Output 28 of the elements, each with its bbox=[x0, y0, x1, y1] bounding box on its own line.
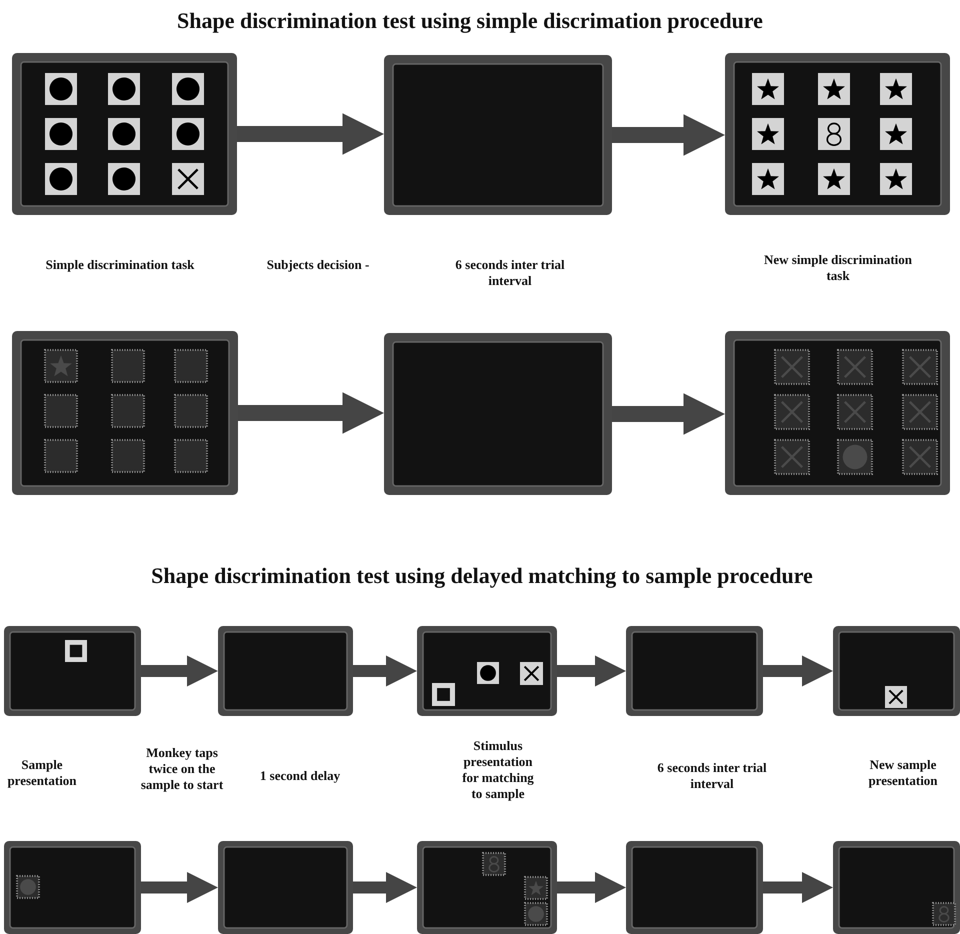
monitor-screen bbox=[12, 53, 237, 215]
caption-text: 6 seconds inter trial interval bbox=[454, 257, 566, 289]
caption-text: 1 second delay bbox=[258, 768, 342, 784]
caption-text: New simple discrimination task bbox=[762, 252, 914, 284]
monitor-screen bbox=[4, 626, 141, 716]
monitor-screen bbox=[833, 626, 960, 716]
monitor-screen bbox=[218, 841, 353, 934]
heading: Shape discrimination test using delayed matching to sample procedure bbox=[150, 563, 814, 589]
monitor-screen bbox=[725, 331, 950, 495]
caption-text: Monkey taps twice on the sample to start bbox=[140, 745, 224, 793]
monitor-screen bbox=[626, 626, 763, 716]
caption-text: New sample presentation bbox=[867, 757, 939, 789]
monitor-screen bbox=[384, 55, 612, 215]
monitor-screen bbox=[4, 841, 141, 934]
monitor-screen bbox=[833, 841, 960, 934]
caption-text: Sample presentation bbox=[6, 757, 78, 789]
monitor-screen bbox=[626, 841, 763, 934]
caption-text: Subjects decision - bbox=[266, 257, 370, 273]
caption-text: Stimulus presentation for matching to sample bbox=[461, 738, 535, 802]
caption-text: 6 seconds inter trial interval bbox=[656, 760, 768, 792]
monitor-screen bbox=[417, 626, 557, 716]
monitor-screen bbox=[384, 333, 612, 495]
monitor-screen bbox=[12, 331, 238, 495]
heading: Shape discrimination test using simple discrimation procedure bbox=[176, 8, 764, 34]
monitor-screen bbox=[417, 841, 557, 934]
monitor-screen bbox=[725, 53, 950, 215]
caption-text: Simple discrimination task bbox=[44, 257, 196, 273]
monitor-screen bbox=[218, 626, 353, 716]
